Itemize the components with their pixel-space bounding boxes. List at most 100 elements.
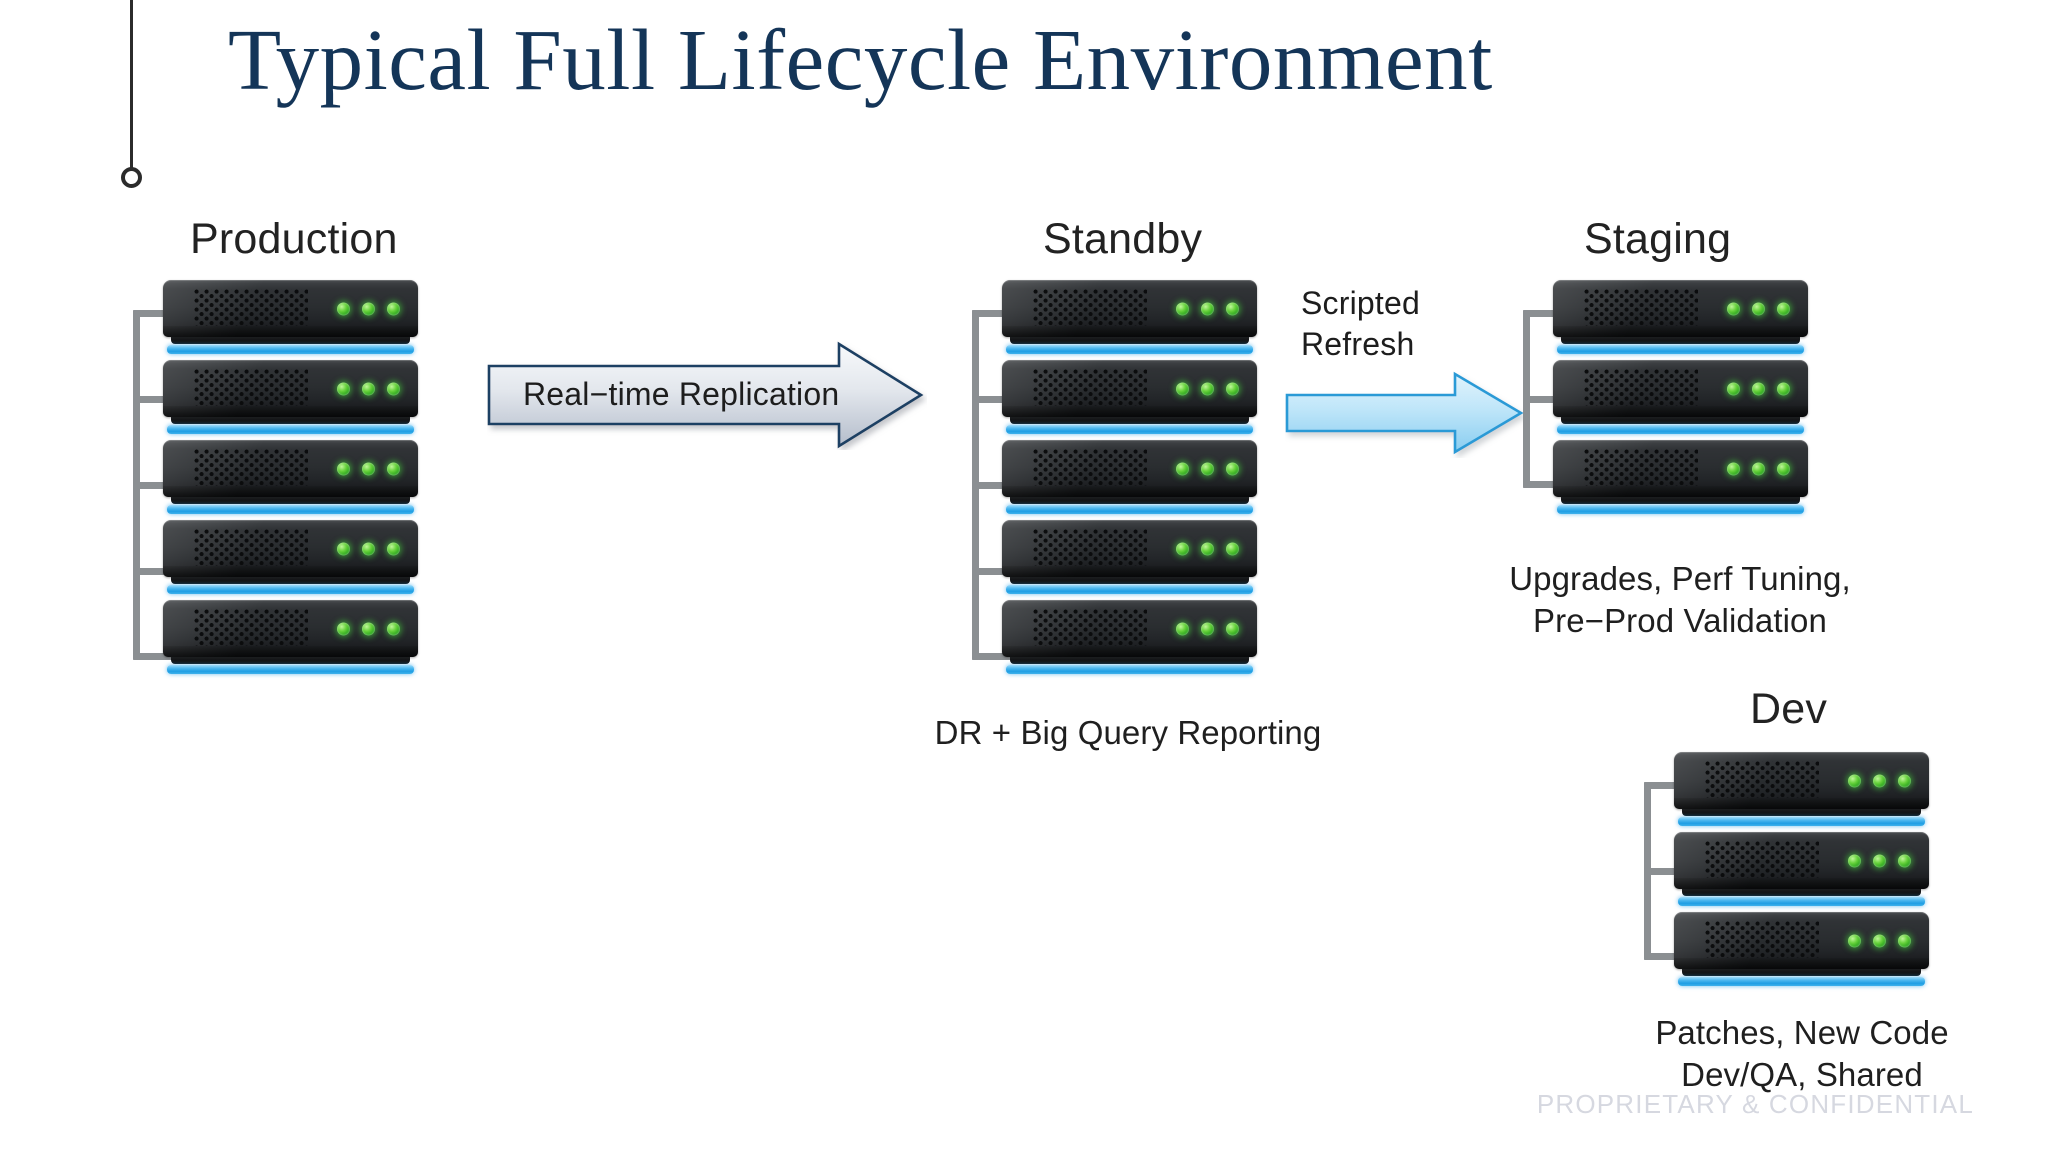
server-vent-grille-icon	[1704, 920, 1820, 959]
server-base	[1561, 417, 1800, 424]
server-chassis	[163, 600, 418, 657]
server-base	[1561, 337, 1800, 344]
server-unit	[1674, 832, 1929, 906]
server-vent-grille-icon	[1032, 528, 1148, 567]
server-base	[171, 657, 410, 664]
status-led-icon	[1898, 774, 1912, 787]
server-vent-grille-icon	[1704, 840, 1820, 879]
server-blue-light-bar	[1557, 345, 1804, 354]
server-base	[1682, 809, 1921, 816]
caption-standby: DR + Big Query Reporting	[934, 714, 1322, 751]
server-status-leds	[1727, 382, 1791, 395]
status-led-icon	[337, 382, 351, 395]
status-led-icon	[362, 382, 376, 395]
server-vent-grille-icon	[193, 368, 309, 407]
status-led-icon	[387, 462, 401, 475]
server-chassis	[1674, 752, 1929, 809]
server-blue-light-bar	[167, 425, 414, 434]
server-base	[171, 577, 410, 584]
server-blue-light-bar	[1557, 505, 1804, 514]
server-unit	[163, 360, 418, 434]
status-led-icon	[387, 302, 401, 315]
status-led-icon	[1201, 622, 1215, 635]
arrow-shape-icon	[487, 341, 924, 449]
status-led-icon	[1777, 462, 1791, 475]
group-title-standby: Standby	[1043, 215, 1203, 263]
status-led-icon	[1201, 462, 1215, 475]
server-status-leds	[1727, 462, 1791, 475]
server-base	[1682, 969, 1921, 976]
status-led-icon	[1752, 462, 1766, 475]
status-led-icon	[387, 382, 401, 395]
status-led-icon	[1176, 302, 1190, 315]
server-chassis	[163, 440, 418, 497]
server-base	[1010, 337, 1249, 344]
server-status-leds	[1848, 934, 1912, 947]
status-led-icon	[1727, 302, 1741, 315]
footer-confidential-note: PROPRIETARY & CONFIDENTIAL	[1536, 1089, 1974, 1119]
server-status-leds	[1176, 622, 1240, 635]
status-led-icon	[1226, 542, 1240, 555]
server-status-leds	[1848, 774, 1912, 787]
server-stack-dev	[1674, 752, 1929, 992]
server-vent-grille-icon	[1032, 448, 1148, 487]
server-unit	[163, 600, 418, 674]
status-led-icon	[1848, 854, 1862, 867]
server-unit	[1674, 912, 1929, 986]
server-status-leds	[1176, 462, 1240, 475]
title-accent-dot-icon	[121, 167, 142, 188]
server-blue-light-bar	[167, 345, 414, 354]
server-chassis	[1002, 600, 1257, 657]
server-blue-light-bar	[1678, 817, 1925, 826]
server-blue-light-bar	[1006, 345, 1253, 354]
server-base	[1561, 497, 1800, 504]
status-led-icon	[337, 622, 351, 635]
status-led-icon	[1873, 774, 1887, 787]
server-status-leds	[337, 622, 401, 635]
server-stack-standby	[1002, 280, 1257, 680]
server-vent-grille-icon	[193, 288, 309, 327]
status-led-icon	[1201, 542, 1215, 555]
server-stack-staging	[1553, 280, 1808, 520]
server-unit	[1002, 280, 1257, 354]
server-status-leds	[337, 542, 401, 555]
server-blue-light-bar	[167, 585, 414, 594]
server-blue-light-bar	[1557, 425, 1804, 434]
arrow-scripted-refresh	[1285, 368, 1525, 458]
server-base	[1010, 657, 1249, 664]
status-led-icon	[387, 542, 401, 555]
status-led-icon	[1848, 934, 1862, 947]
status-led-icon	[1752, 382, 1766, 395]
caption-dev: Patches, New Code Dev/QA, Shared	[1655, 1014, 1949, 1094]
server-unit	[163, 440, 418, 514]
server-chassis	[163, 360, 418, 417]
title-accent-line	[130, 0, 133, 172]
server-blue-light-bar	[1006, 505, 1253, 514]
server-blue-light-bar	[1678, 897, 1925, 906]
status-led-icon	[337, 542, 351, 555]
server-base	[1010, 497, 1249, 504]
status-led-icon	[1201, 302, 1215, 315]
status-led-icon	[1226, 382, 1240, 395]
server-base	[1682, 889, 1921, 896]
server-blue-light-bar	[167, 665, 414, 674]
group-title-production: Production	[190, 215, 398, 263]
status-led-icon	[1176, 382, 1190, 395]
status-led-icon	[337, 462, 351, 475]
server-unit	[1553, 360, 1808, 434]
server-status-leds	[1727, 302, 1791, 315]
server-base	[1010, 577, 1249, 584]
server-stack-production	[163, 280, 418, 680]
arrow-real-time-replication: Real−time Replication	[487, 340, 927, 450]
status-led-icon	[362, 462, 376, 475]
status-led-icon	[1201, 382, 1215, 395]
server-status-leds	[337, 462, 401, 475]
server-blue-light-bar	[1678, 977, 1925, 986]
server-chassis	[1553, 360, 1808, 417]
status-led-icon	[1752, 302, 1766, 315]
server-blue-light-bar	[1006, 425, 1253, 434]
arrow-label-scripted-refresh: Scripted Refresh	[1301, 285, 1420, 362]
server-status-leds	[337, 302, 401, 315]
server-unit	[1674, 752, 1929, 826]
server-chassis	[1553, 280, 1808, 337]
